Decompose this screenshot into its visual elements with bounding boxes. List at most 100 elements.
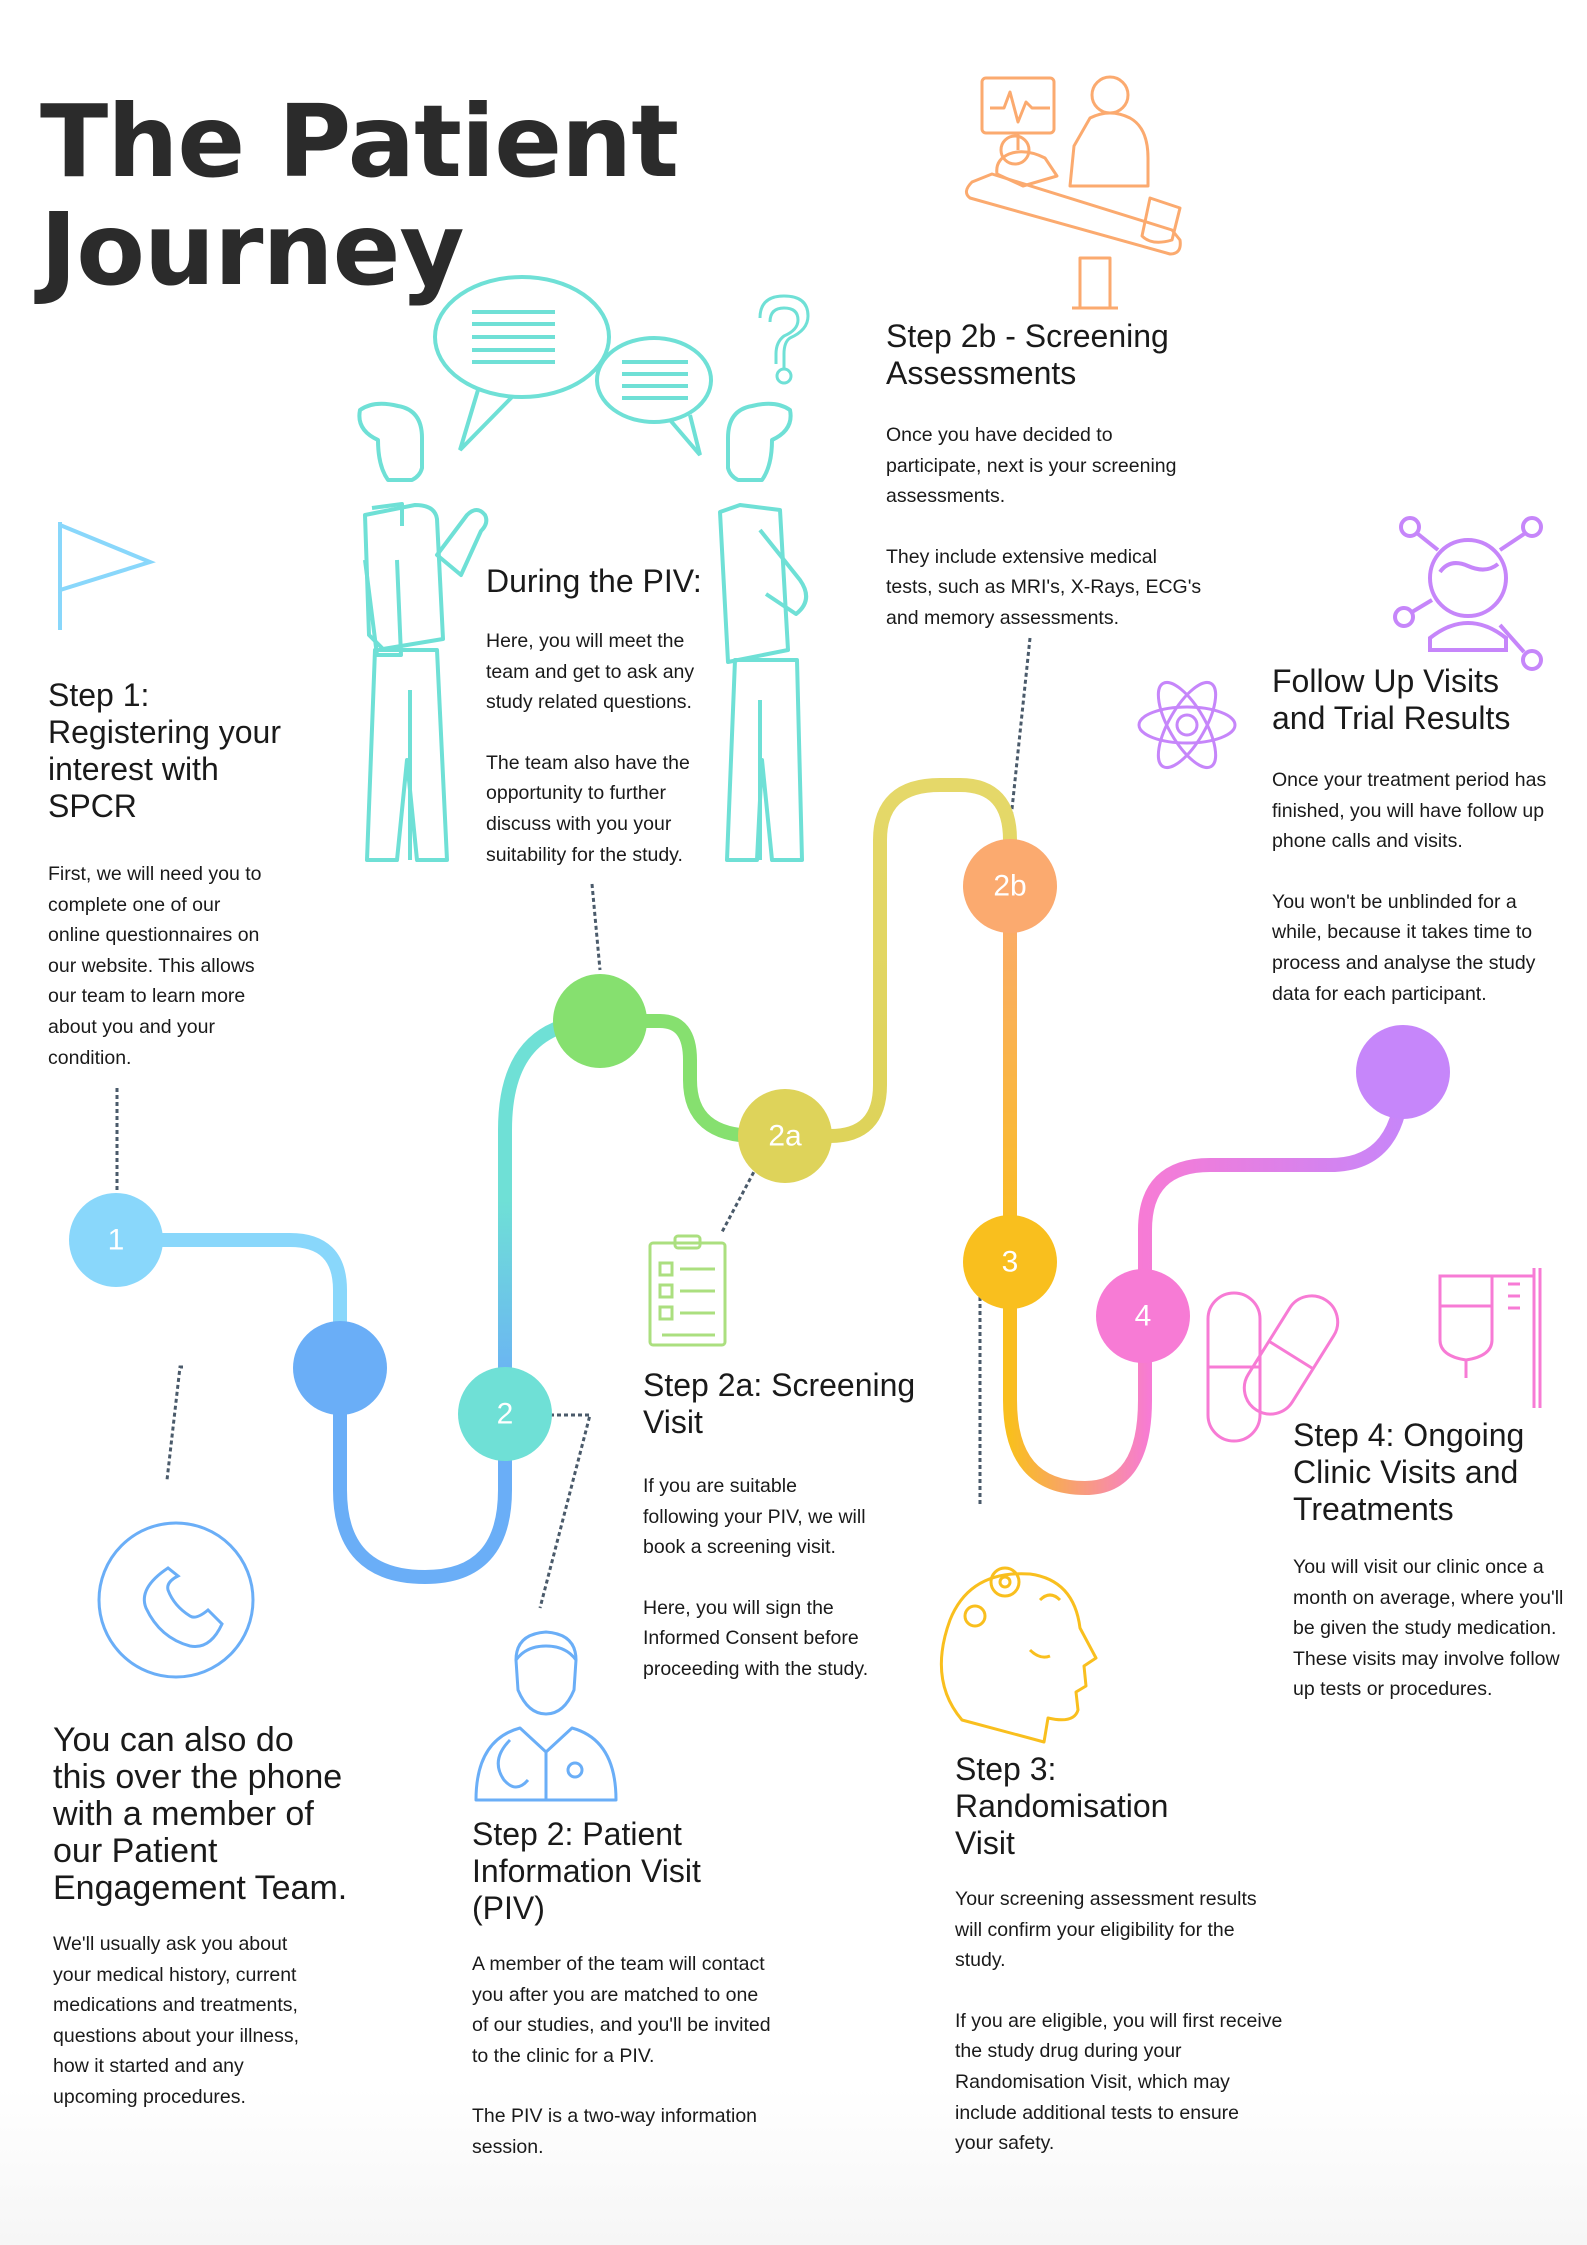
- step-2a-block: Step 2a: Screening Visit If you are suit…: [643, 1367, 943, 1685]
- step-2-heading-line: Information Visit: [472, 1853, 701, 1889]
- step-2b-block: Step 2b - Screening Assessments Once you…: [886, 318, 1226, 634]
- step-2a-heading: Step 2a: Screening Visit: [643, 1367, 943, 1441]
- phone-body: We'll usually ask you about your medical…: [53, 1929, 383, 2113]
- step-4-heading-line: Treatments: [1293, 1491, 1454, 1527]
- step-3-body-line: your safety.: [955, 2132, 1055, 2155]
- phone-body-line: questions about your illness,: [53, 2024, 300, 2047]
- step-3-body: Your screening assessment results will c…: [955, 1884, 1315, 2159]
- piv-body-line: study related questions.: [486, 691, 692, 714]
- step-2a-body-line: following your PIV, we will: [643, 1505, 866, 1528]
- node-2a[interactable]: 2a: [738, 1089, 832, 1183]
- step-1-heading-line: Step 1:: [48, 677, 150, 713]
- title-line-2: Journey: [40, 191, 465, 308]
- step-4-body-line: These visits may involve follow: [1293, 1647, 1560, 1670]
- follow-up-heading-line: Follow Up Visits: [1272, 663, 1500, 699]
- clipboard-icon: [648, 1234, 727, 1347]
- step-1-body-line: First, we will need you to: [48, 863, 262, 885]
- phone-body-line: medications and treatments,: [53, 1994, 298, 2017]
- step-2-body-line: of our studies, and you'll be invited: [472, 2014, 771, 2037]
- svg-text:2a: 2a: [768, 1120, 802, 1153]
- step-3-body-line: Your screening assessment results: [955, 1888, 1257, 1910]
- phone-heading-line: this over the phone: [53, 1758, 343, 1796]
- node-end[interactable]: [1356, 1025, 1450, 1119]
- step-4-block: Step 4: Ongoing Clinic Visits and Treatm…: [1293, 1417, 1583, 1705]
- follow-up-body: Once your treatment period has finished,…: [1272, 765, 1572, 1009]
- step-3-body-line: will confirm your eligibility for the: [955, 1918, 1235, 1941]
- step-2a-heading-line: Step 2a: Screening: [643, 1367, 916, 1403]
- step-3-block: Step 3: Randomisation Visit Your screeni…: [955, 1751, 1315, 2159]
- piv-body: Here, you will meet the team and get to …: [486, 626, 726, 870]
- step-2a-heading-line: Visit: [643, 1404, 703, 1440]
- phone-heading-line: with a member of: [53, 1795, 314, 1833]
- piv-body-line: suitability for the study.: [486, 843, 683, 866]
- follow-up-body-line: process and analyse the study: [1272, 951, 1536, 974]
- piv-body-line: opportunity to further: [486, 782, 666, 805]
- step-1-body: First, we will need you to complete one …: [48, 859, 348, 1073]
- node-4[interactable]: 4: [1096, 1269, 1190, 1363]
- follow-up-block: Follow Up Visits and Trial Results Once …: [1272, 663, 1572, 1009]
- step-2a-body-line: Here, you will sign the: [643, 1596, 834, 1619]
- step-2a-body-line: book a screening visit.: [643, 1536, 836, 1559]
- svg-text:2: 2: [497, 1398, 514, 1431]
- step-4-body: You will visit our clinic once a month o…: [1293, 1552, 1583, 1705]
- page-title: The Patient Journey: [40, 88, 760, 304]
- step-2b-body-line: tests, such as MRI's, X-Rays, ECG's: [886, 576, 1202, 599]
- piv-body-line: team and get to ask any: [486, 660, 695, 683]
- follow-up-body-line: while, because it takes time to: [1272, 921, 1533, 944]
- step-4-body-line: You will visit our clinic once a: [1293, 1556, 1544, 1578]
- step-2a-body-line: Informed Consent before: [643, 1627, 859, 1650]
- step-2-body-line: session.: [472, 2135, 544, 2158]
- brain-gears-icon: [939, 1566, 1098, 1744]
- phone-heading: You can also do this over the phone with…: [53, 1722, 383, 1907]
- step-1-body-line: online questionnaires on: [48, 924, 260, 947]
- follow-up-body-line: data for each participant.: [1272, 982, 1487, 1005]
- phone-heading-line: You can also do: [53, 1721, 294, 1759]
- svg-text:1: 1: [108, 1224, 125, 1257]
- flag-icon: [58, 522, 156, 630]
- step-2-body-line: you after you are matched to one: [472, 1983, 759, 2006]
- step-1-body-line: about you and your: [48, 1015, 215, 1038]
- pill-icon: [1206, 1291, 1340, 1443]
- node-3[interactable]: 3: [963, 1215, 1057, 1309]
- step-2a-body-line: proceeding with the study.: [643, 1657, 869, 1680]
- follow-up-body-line: Once your treatment period has: [1272, 769, 1547, 791]
- node-2[interactable]: 2: [458, 1367, 552, 1461]
- step-3-heading-line: Step 3:: [955, 1751, 1057, 1787]
- doctor-icon: [474, 1630, 618, 1802]
- phone-heading-line: Engagement Team.: [53, 1869, 348, 1907]
- node-1[interactable]: 1: [69, 1193, 163, 1287]
- node-blue[interactable]: [293, 1321, 387, 1415]
- phone-block: You can also do this over the phone with…: [53, 1722, 383, 2113]
- step-2b-body-line: participate, next is your screening: [886, 454, 1177, 477]
- step-4-body-line: month on average, where you'll: [1293, 1586, 1564, 1609]
- node-green[interactable]: [553, 974, 647, 1068]
- step-2b-body-line: assessments.: [886, 485, 1006, 508]
- step-3-body-line: study.: [955, 1949, 1006, 1972]
- piv-body-line: The team also have the: [486, 751, 690, 774]
- question-mark-icon: [758, 294, 810, 385]
- team-member-figure-right: [718, 401, 808, 862]
- step-2-block: Step 2: Patient Information Visit (PIV) …: [472, 1816, 812, 2163]
- piv-block: During the PIV: Here, you will meet the …: [486, 563, 726, 870]
- node-2b[interactable]: 2b: [963, 839, 1057, 933]
- step-3-heading-line: Randomisation: [955, 1788, 1169, 1824]
- step-2-heading: Step 2: Patient Information Visit (PIV): [472, 1816, 812, 1927]
- iv-drip-icon: [1438, 1268, 1542, 1408]
- step-4-heading: Step 4: Ongoing Clinic Visits and Treatm…: [1293, 1417, 1583, 1528]
- step-2b-body-line: Once you have decided to: [886, 424, 1113, 446]
- phone-body-line: We'll usually ask you about: [53, 1933, 288, 1955]
- connector-lines: [115, 637, 1032, 1609]
- step-2-body-line: The PIV is a two-way information: [472, 2105, 758, 2128]
- svg-text:4: 4: [1135, 1300, 1152, 1333]
- phone-icon: [97, 1521, 255, 1679]
- step-1-block: Step 1: Registering your interest with S…: [48, 677, 348, 1073]
- step-2b-body-line: and memory assessments.: [886, 606, 1120, 629]
- step-4-body-line: up tests or procedures.: [1293, 1678, 1493, 1701]
- phone-heading-line: our Patient: [53, 1832, 218, 1870]
- step-1-body-line: complete one of our: [48, 893, 221, 916]
- step-3-heading: Step 3: Randomisation Visit: [955, 1751, 1315, 1862]
- speech-bubble-icon: [433, 275, 713, 457]
- step-2b-body-line: They include extensive medical: [886, 545, 1157, 568]
- piv-heading-line: During the PIV:: [486, 563, 702, 599]
